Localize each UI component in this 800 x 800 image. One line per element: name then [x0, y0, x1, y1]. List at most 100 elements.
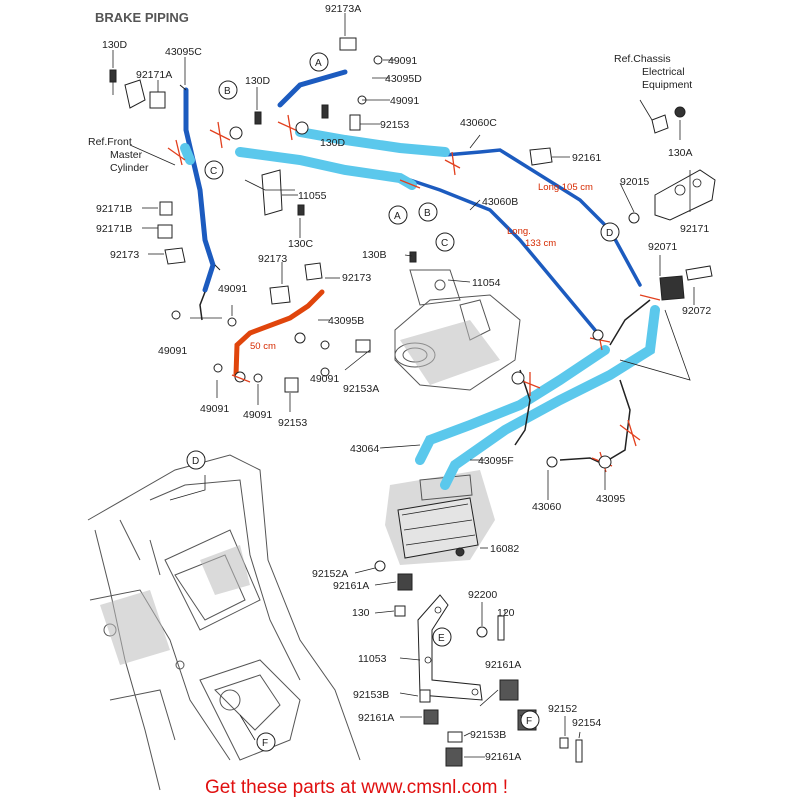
- part-label: 49091: [310, 373, 339, 385]
- part-label: 11053: [358, 653, 387, 665]
- part-label: 43095: [596, 493, 625, 505]
- part-label: 49091: [243, 409, 272, 421]
- part-label: 49091: [390, 95, 419, 107]
- circle-b-mid: B: [418, 202, 438, 222]
- ref-chassis-electrical: Ref.Chassis Electrical Equipment: [614, 53, 692, 91]
- cyan-brake-pipes: [180, 127, 660, 490]
- part-label: 92161A: [358, 712, 394, 724]
- part-label: 43095C: [165, 46, 202, 58]
- part-label: 49091: [388, 55, 417, 67]
- circle-f-right: F: [520, 710, 540, 730]
- frame-sketch: [87, 454, 361, 791]
- part-label: 92015: [620, 176, 649, 188]
- part-label: 130: [352, 607, 370, 619]
- part-label: 11055: [298, 190, 327, 202]
- part-label: 92161: [572, 152, 601, 164]
- part-label: 92173: [258, 253, 287, 265]
- length-133-annotation: Long.: [507, 226, 531, 237]
- diagram-title: BRAKE PIPING: [95, 10, 189, 25]
- abs-hydraulic-unit: [385, 470, 495, 565]
- reference-circles: A B C A B C D D E F F: [186, 52, 620, 752]
- length-50-annotation: 50 cm: [250, 341, 276, 352]
- part-label: 11054: [472, 277, 501, 289]
- circle-letter-e: E: [438, 633, 445, 644]
- circle-e: E: [432, 627, 452, 647]
- part-label: 92154: [572, 717, 601, 729]
- circle-letter-c: C: [210, 166, 217, 177]
- part-label: 92161A: [485, 659, 521, 671]
- circle-c-mid: C: [435, 232, 455, 252]
- part-label: 92173: [342, 272, 371, 284]
- part-labels: 92173A 130D 43095C 92171A 130D 49091 430…: [96, 3, 711, 763]
- part-label: 130B: [362, 249, 387, 261]
- circle-letter-d: D: [606, 228, 613, 239]
- part-label: 92173: [110, 249, 139, 261]
- throttle-body-sketch: [394, 269, 521, 391]
- part-label: 130A: [668, 147, 693, 159]
- bracket-11053: [417, 594, 483, 701]
- ref-line-2: Master: [110, 149, 143, 161]
- part-label: 92161A: [485, 751, 521, 763]
- circle-letter-b: B: [424, 208, 431, 219]
- circle-letter-b: B: [224, 86, 231, 97]
- length-105-annotation: Long 105 cm: [538, 182, 593, 193]
- leader-lines: [112, 13, 695, 758]
- circle-letter-c: C: [441, 238, 448, 249]
- part-label: 92173A: [325, 3, 361, 15]
- part-label: 92153A: [343, 383, 379, 395]
- part-label: 92153: [278, 417, 307, 429]
- part-label: 43095D: [385, 73, 422, 85]
- part-label: 43064: [350, 443, 379, 455]
- circle-d-right: D: [600, 222, 620, 242]
- circle-letter-f: F: [526, 716, 532, 727]
- length-133-value: 133 cm: [525, 238, 556, 249]
- part-label: 92153: [380, 119, 409, 131]
- part-label: 43060: [532, 501, 561, 513]
- circle-letter-d: D: [192, 456, 199, 467]
- bracket-92171: [651, 114, 716, 221]
- part-label: 130C: [288, 238, 314, 250]
- ref-line-1: Ref.Chassis: [614, 53, 671, 65]
- part-label: 43095B: [328, 315, 364, 327]
- part-label: 49091: [158, 345, 187, 357]
- part-label: 92152A: [312, 568, 348, 580]
- part-label: 92153B: [353, 689, 389, 701]
- cmsnl-banner[interactable]: Get these parts at www.cmsnl.com !: [205, 777, 508, 798]
- part-label: 92171A: [136, 69, 172, 81]
- part-label: 92071: [648, 241, 677, 253]
- part-label: 92171B: [96, 223, 132, 235]
- part-label: 49091: [218, 283, 247, 295]
- ref-line-2: Electrical: [642, 66, 685, 78]
- part-label: 130D: [102, 39, 128, 51]
- part-label: 92171: [680, 223, 709, 235]
- part-label: 130D: [245, 75, 271, 87]
- circle-letter-f: F: [262, 738, 268, 749]
- ref-line-3: Equipment: [642, 79, 692, 91]
- part-label: 43095F: [478, 455, 514, 467]
- part-label: 16082: [490, 543, 519, 555]
- part-label: 92153B: [470, 729, 506, 741]
- circle-b-top: B: [218, 80, 238, 100]
- part-label: 92200: [468, 589, 497, 601]
- part-label: 92152: [548, 703, 577, 715]
- circle-a-top: A: [309, 52, 329, 72]
- part-label: 49091: [200, 403, 229, 415]
- part-label: 92072: [682, 305, 711, 317]
- circle-a-mid: A: [388, 205, 408, 225]
- part-label: 43060C: [460, 117, 497, 129]
- hardware: [109, 37, 713, 767]
- part-label: 92161A: [333, 580, 369, 592]
- ref-line-3: Cylinder: [110, 162, 149, 174]
- ref-line-1: Ref.Front: [88, 136, 132, 148]
- part-label: 43060B: [482, 196, 518, 208]
- circle-d-frame: D: [186, 450, 206, 470]
- circle-letter-a: A: [394, 211, 401, 222]
- circle-c-left: C: [204, 160, 224, 180]
- part-label: 130D: [320, 137, 346, 149]
- circle-f-frame: F: [256, 732, 276, 752]
- part-label: 120: [497, 607, 515, 619]
- circle-letter-a: A: [315, 58, 322, 69]
- part-label: 92171B: [96, 203, 132, 215]
- blue-brake-pipes: [179, 69, 642, 332]
